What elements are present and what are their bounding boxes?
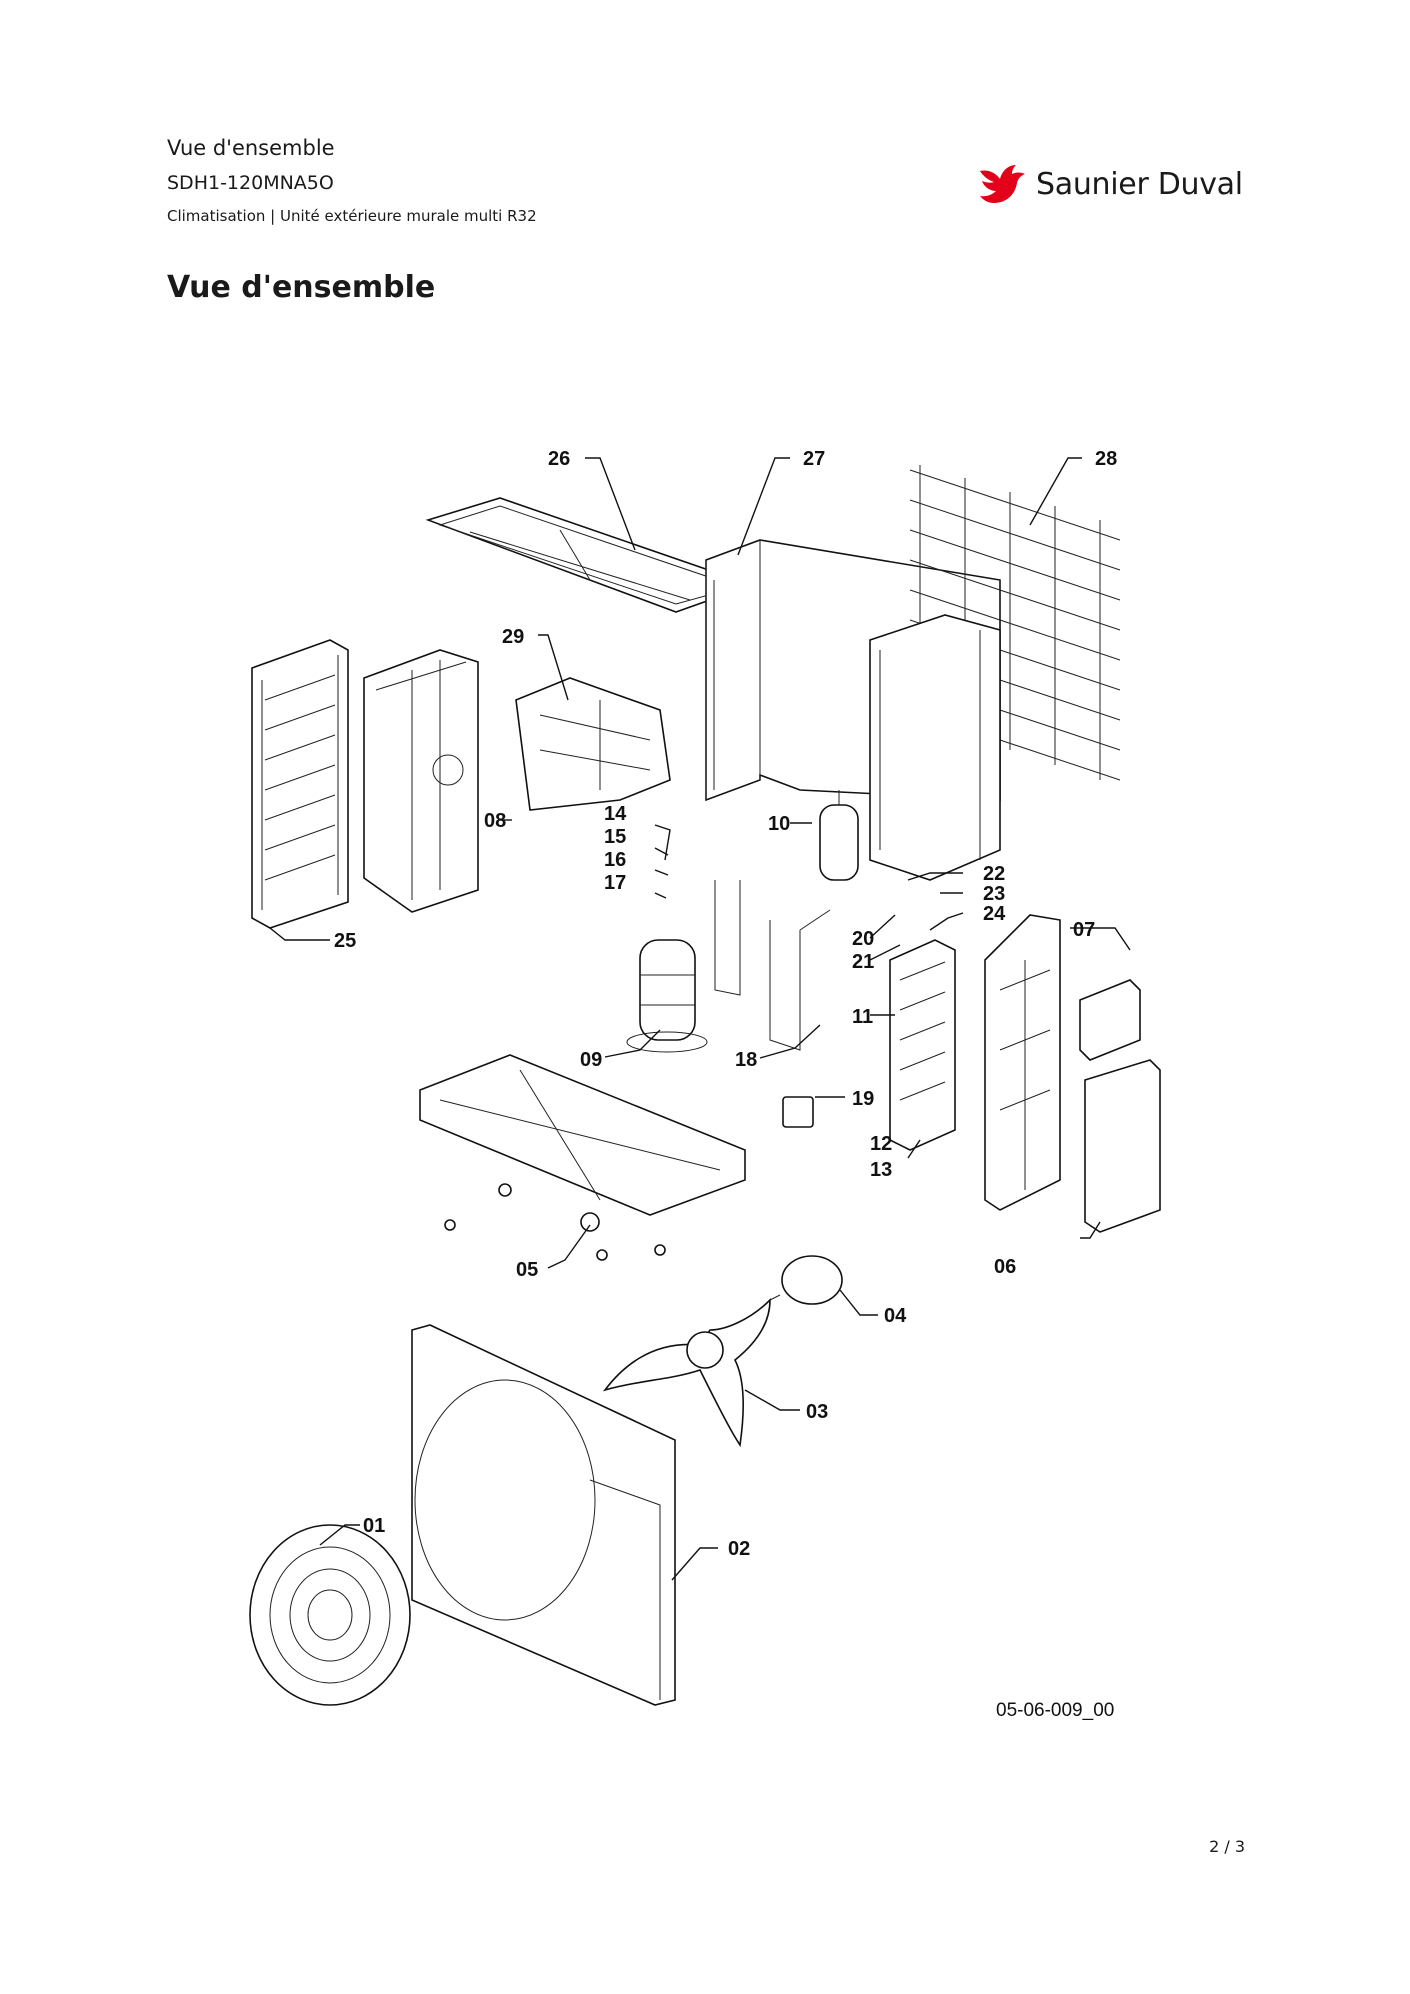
label-12: 12	[870, 1133, 892, 1155]
product-subtitle: Climatisation | Unité extérieure murale …	[167, 207, 537, 225]
label-27: 27	[803, 448, 825, 470]
bracket-parts	[444, 1183, 666, 1261]
label-19: 19	[852, 1088, 874, 1110]
label-16: 16	[604, 849, 626, 871]
label-04: 04	[884, 1305, 907, 1327]
label-26: 26	[548, 448, 570, 470]
right-side-panel-part	[984, 914, 1061, 1211]
label-23: 23	[983, 883, 1005, 905]
label-07: 07	[1073, 919, 1095, 941]
front-panel-part	[411, 1324, 676, 1706]
bird-logo-icon	[980, 165, 1025, 203]
page-number: 2 / 3	[1209, 1837, 1245, 1856]
top-cover-part	[425, 497, 755, 613]
base-pan-part	[419, 1054, 746, 1216]
label-21: 21	[852, 951, 874, 973]
label-18: 18	[735, 1049, 757, 1071]
brand-name: Saunier Duval	[1036, 166, 1243, 202]
label-01: 01	[363, 1515, 385, 1537]
fan-blade-part	[602, 1298, 771, 1448]
compressor-part	[626, 939, 708, 1053]
valve-cover-part	[1079, 979, 1161, 1233]
label-08: 08	[484, 810, 506, 832]
label-11: 11	[852, 1006, 873, 1028]
label-13: 13	[870, 1159, 892, 1181]
label-05: 05	[516, 1259, 538, 1281]
document-title: Vue d'ensemble	[167, 136, 335, 160]
accumulator-part	[819, 790, 859, 881]
label-17: 17	[604, 872, 626, 894]
fan-guard-part	[249, 1524, 411, 1706]
label-22: 22	[983, 863, 1005, 885]
control-box-part	[515, 677, 671, 811]
diagram-reference: 05-06-009_00	[996, 1700, 1114, 1721]
left-side-panel-part	[251, 639, 349, 929]
valve-assembly-part	[889, 939, 956, 1151]
pipework-part	[714, 880, 831, 1051]
terminal-block-part	[782, 1096, 814, 1128]
model-number: SDH1-120MNA5O	[167, 172, 334, 194]
condenser-coil-part	[869, 614, 1001, 881]
support-pillar-part	[363, 649, 479, 913]
label-03: 03	[806, 1401, 828, 1423]
label-15: 15	[604, 826, 626, 848]
page-heading: Vue d'ensemble	[167, 270, 436, 305]
rear-grille-part	[909, 465, 1121, 781]
label-29: 29	[502, 626, 524, 648]
label-20: 20	[852, 928, 874, 950]
fan-motor-part	[769, 1255, 843, 1305]
label-24: 24	[983, 903, 1006, 925]
label-28: 28	[1095, 448, 1117, 470]
label-10: 10	[768, 813, 790, 835]
label-06: 06	[994, 1256, 1016, 1278]
label-14: 14	[604, 803, 627, 825]
brand-logo: Saunier Duval	[978, 160, 1243, 208]
label-09: 09	[580, 1049, 602, 1071]
label-25: 25	[334, 930, 356, 952]
label-02: 02	[728, 1538, 750, 1560]
